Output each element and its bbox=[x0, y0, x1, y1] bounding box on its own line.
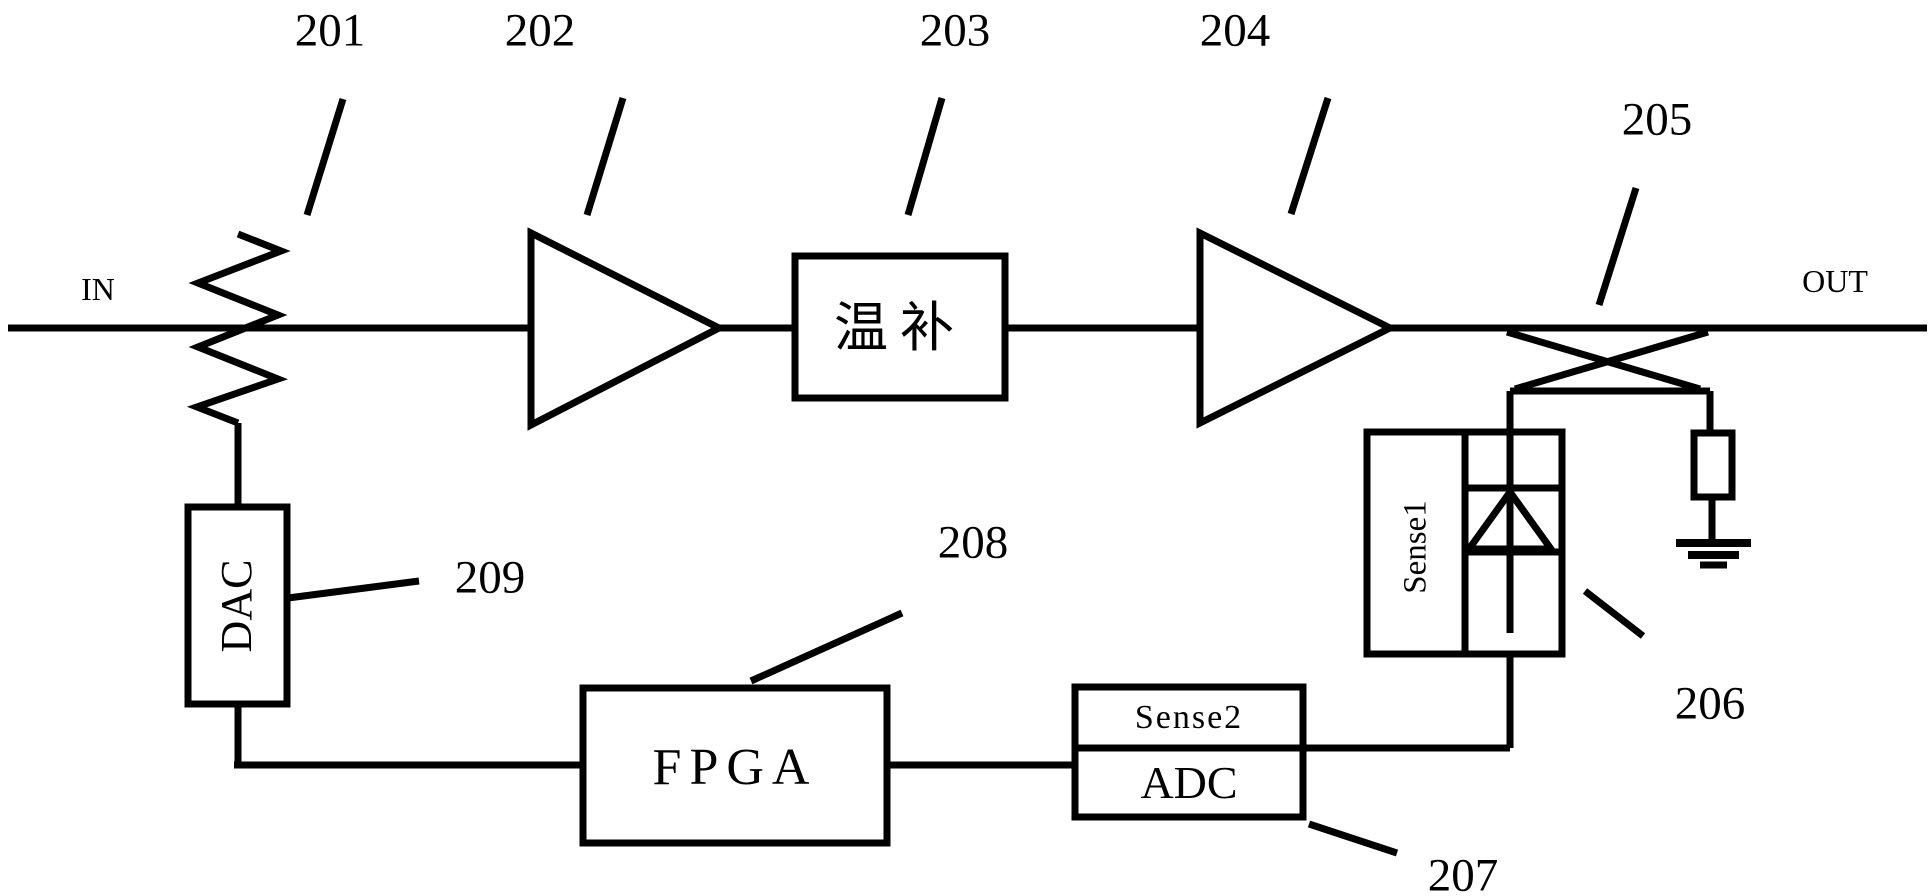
attenuator-zigzag-symbol bbox=[186, 230, 291, 427]
termination-resistor bbox=[1690, 429, 1736, 501]
coupler-diagonal-2 bbox=[1514, 328, 1709, 393]
amplifier-202-triangle bbox=[527, 227, 727, 431]
dac-box bbox=[184, 503, 291, 708]
amplifier-204-triangle bbox=[1196, 227, 1398, 429]
ref-202: 202 bbox=[504, 4, 576, 57]
leader-207 bbox=[1307, 820, 1399, 857]
ref-209: 209 bbox=[454, 551, 526, 604]
out-label: OUT bbox=[1802, 263, 1868, 299]
leader-209 bbox=[287, 577, 420, 602]
adc-box bbox=[1071, 683, 1307, 821]
in-label: IN bbox=[81, 271, 115, 307]
leader-206 bbox=[1582, 588, 1646, 639]
ref-205: 205 bbox=[1621, 93, 1693, 146]
leader-205 bbox=[1595, 186, 1640, 307]
ref-207: 207 bbox=[1427, 849, 1499, 896]
ref-203: 203 bbox=[919, 4, 991, 57]
leader-202 bbox=[583, 96, 627, 217]
ref-208: 208 bbox=[937, 516, 1009, 569]
temp-comp-label: 温补 bbox=[834, 298, 966, 358]
adc-label: ADC bbox=[1140, 757, 1238, 808]
leader-208 bbox=[749, 609, 904, 685]
dac-label: DAC bbox=[212, 559, 261, 653]
leader-204 bbox=[1287, 96, 1332, 216]
leader-203 bbox=[904, 97, 946, 216]
sense1-label: Sense1 bbox=[1397, 500, 1434, 594]
leader-201 bbox=[303, 97, 347, 217]
ref-204: 204 bbox=[1199, 4, 1271, 57]
sense2-label: Sense2 bbox=[1134, 699, 1244, 736]
ref-201: 201 bbox=[294, 4, 366, 57]
ref-206: 206 bbox=[1674, 677, 1746, 730]
temp-comp-box bbox=[791, 252, 1009, 402]
fpga-label: FPGA bbox=[652, 739, 818, 796]
